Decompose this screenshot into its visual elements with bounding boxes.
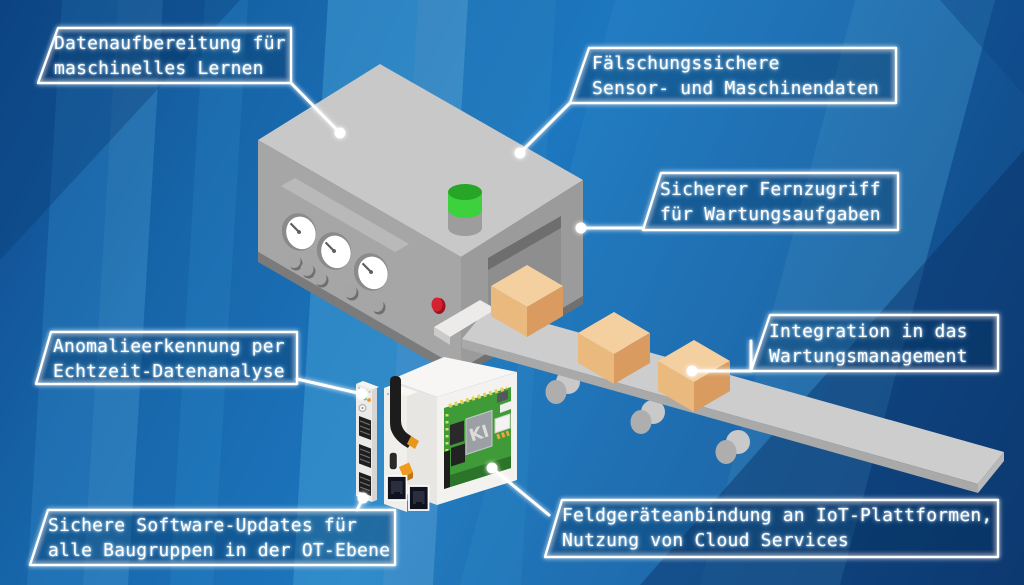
machine-left-bottom-shadow	[258, 252, 461, 379]
device-top-face	[390, 357, 517, 397]
callout-dot-anomaly	[356, 388, 368, 400]
callout-dot-software-updates	[357, 492, 369, 504]
conveyor-belt-endcap	[978, 452, 1004, 493]
gauge-1	[281, 213, 317, 251]
module-dial-dot	[361, 407, 364, 409]
callout-box-anomaly	[34, 330, 299, 386]
pcb-comb-connector	[444, 450, 450, 489]
callout-box-remote-access	[641, 171, 900, 232]
callout-dot-data-prep	[334, 127, 346, 139]
machine-slot	[281, 178, 409, 252]
callout-box-maintenance	[749, 313, 1000, 373]
status-lamp	[448, 184, 482, 236]
ethernet-port-1	[386, 475, 408, 501]
callout-dot-maintenance	[686, 365, 698, 377]
machine-opening-shadow	[488, 216, 561, 270]
antenna-icon	[390, 376, 414, 448]
pcb-label	[500, 401, 511, 413]
pcb-dark-component	[497, 390, 508, 403]
antenna-sma-connector	[407, 436, 419, 449]
panel-buttons	[287, 254, 386, 315]
conveyor-roller	[630, 400, 665, 434]
callout-line-data-prep	[289, 81, 342, 135]
ic-component-1	[450, 420, 464, 446]
cardboard-box-1	[491, 265, 563, 337]
machine-top-face	[258, 64, 583, 257]
callout-box-data-prep	[36, 26, 293, 85]
emergency-button	[431, 297, 446, 314]
ic-component-2	[451, 443, 465, 467]
callout-box-iot-cloud	[543, 498, 1000, 559]
callout-dot-tamper-proof	[514, 147, 526, 159]
callout-box-tamper-proof	[568, 46, 898, 105]
cardboard-box-2	[578, 312, 650, 384]
callout-box-software-updates	[28, 508, 397, 567]
pcb-white-connector	[494, 413, 511, 434]
pin-header-combs	[359, 416, 371, 496]
callout-line-iot-cloud	[490, 466, 551, 517]
conveyor-belt-edge	[462, 339, 978, 493]
conveyor-roller	[715, 430, 750, 464]
pcb-pin-row	[448, 386, 508, 408]
conveyor-exit-ledge	[434, 300, 496, 337]
callout-line-tamper-proof	[518, 101, 572, 155]
usb-c-port	[388, 451, 399, 471]
ethernet-port-2	[408, 485, 430, 511]
pcb-orange-pins	[496, 430, 510, 440]
callout-line-anomaly	[295, 377, 364, 396]
callout-dot-remote-access	[575, 222, 587, 234]
din-module	[356, 381, 379, 502]
ki-chip: KI	[465, 409, 493, 456]
gauge-2	[316, 232, 352, 270]
callout-line-maintenance	[690, 339, 753, 373]
conveyor-exit-ledge-edge	[434, 327, 450, 345]
callout-dot-iot-cloud	[486, 462, 498, 474]
gauge-3	[353, 253, 389, 291]
